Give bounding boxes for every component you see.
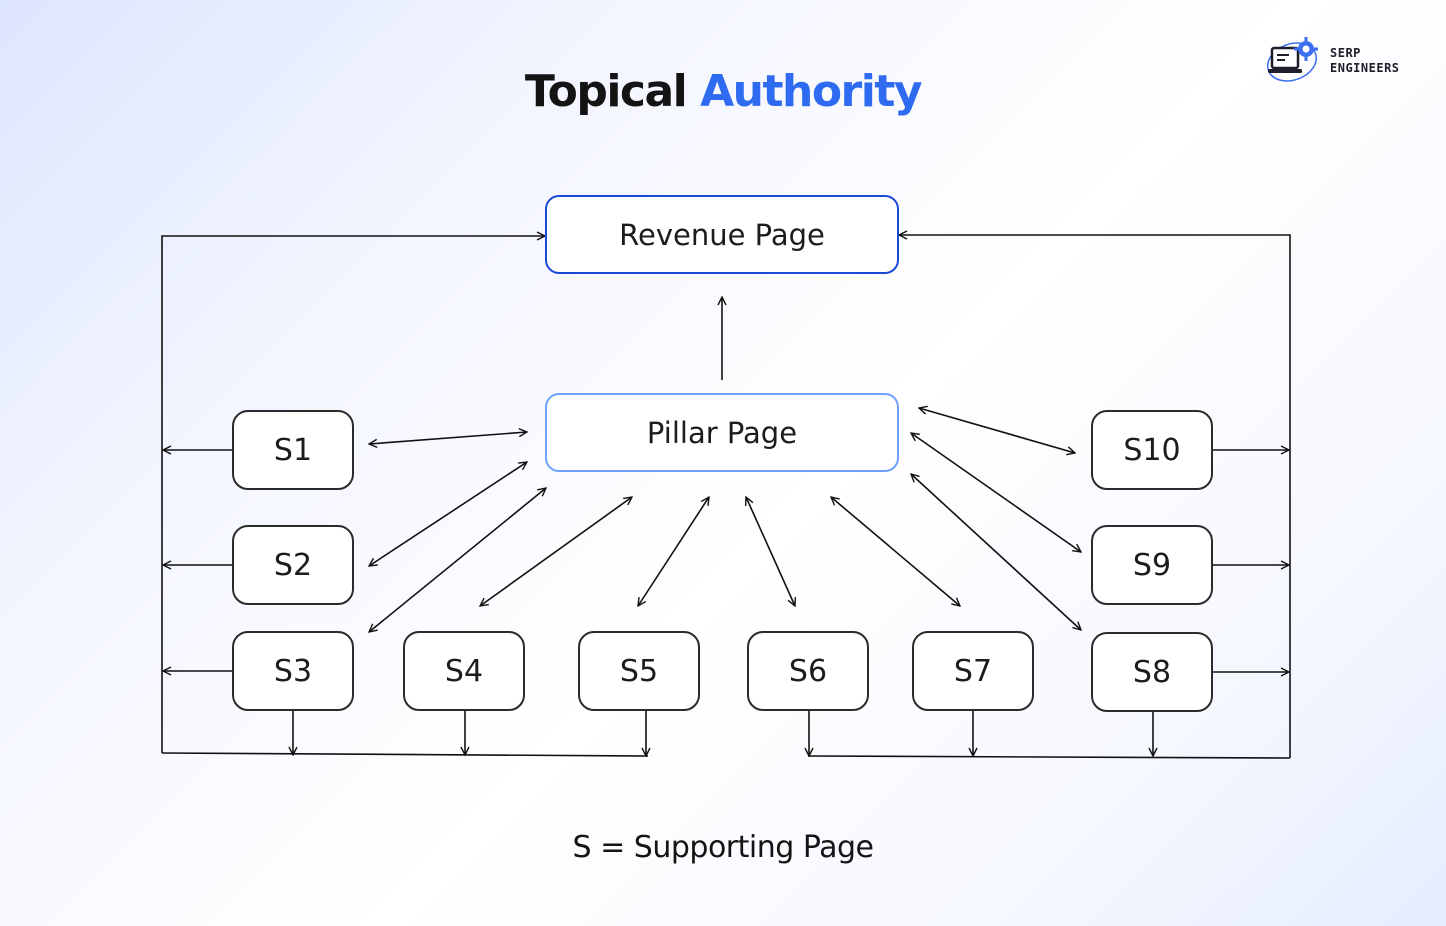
bottom-rail-right (807, 755, 1291, 759)
supporting-node-s5: S5 (578, 631, 700, 711)
s7-pillar-arrow (831, 497, 960, 606)
legend-text: S = Supporting Page (572, 830, 874, 865)
title-word-topical: Topical (524, 66, 688, 117)
s6-pillar-arrow (746, 497, 795, 606)
s4-pillar-arrow (480, 497, 632, 606)
s2-pillar-arrow (369, 462, 527, 566)
diagram-title: Topical Authority (0, 66, 1446, 117)
laptop-gear-icon (1266, 37, 1318, 82)
supporting-node-s7: S7 (912, 631, 1034, 711)
bottom-rail-left (161, 752, 649, 757)
supporting-node-s2: S2 (232, 525, 354, 605)
supporting-node-s4: S4 (403, 631, 525, 711)
supporting-node-s3: S3 (232, 631, 354, 711)
revenue-page-node: Revenue Page (545, 195, 899, 274)
s3-pillar-arrow (369, 488, 546, 632)
logo-text-engineers: ENGINEERS (1330, 61, 1400, 75)
title-word-authority: Authority (700, 66, 922, 117)
right-loop-line (899, 235, 1291, 758)
serp-engineers-logo: SERP ENGINEERS (1266, 32, 1416, 88)
supporting-node-s6: S6 (747, 631, 869, 711)
s8-pillar-arrow (911, 474, 1081, 630)
supporting-node-s10: S10 (1091, 410, 1213, 490)
s9-pillar-arrow (911, 433, 1081, 552)
s5-pillar-arrow (638, 497, 709, 606)
supporting-node-s9: S9 (1091, 525, 1213, 605)
s10-pillar-arrow (919, 408, 1075, 453)
s1-pillar-arrow (369, 432, 527, 444)
left-loop-line (161, 236, 545, 753)
supporting-node-s1: S1 (232, 410, 354, 490)
logo-text-serp: SERP (1330, 46, 1361, 60)
pillar-page-node: Pillar Page (545, 393, 899, 472)
supporting-node-s8: S8 (1091, 632, 1213, 712)
